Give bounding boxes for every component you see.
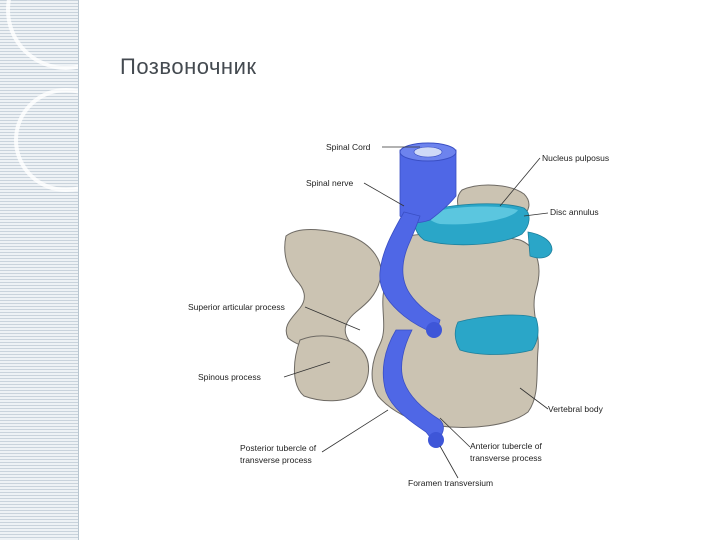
- slide-title: Позвоночник: [120, 54, 257, 79]
- spinal-cord-core: [413, 146, 443, 158]
- label-posterior-tubercle-2: transverse process: [240, 455, 312, 465]
- foramen-upper-icon: [426, 322, 442, 338]
- label-anterior-tubercle-1: Anterior tubercle of: [470, 441, 542, 451]
- label-vertebral-body: Vertebral body: [548, 404, 604, 414]
- nucleus-pulposus-shape: [427, 206, 518, 225]
- spinous-process-shape: [284, 228, 382, 353]
- disc-side-tab: [527, 231, 553, 259]
- lower-spinous-lobe: [294, 335, 369, 402]
- label-spinal-nerve: Spinal nerve: [306, 178, 354, 188]
- label-nucleus-pulposus: Nucleus pulposus: [542, 153, 609, 163]
- leader-lines: [283, 146, 549, 479]
- disc-annulus-band: [454, 314, 539, 355]
- label-spinous-process: Spinous process: [198, 372, 261, 382]
- label-superior-articular-process: Superior articular process: [188, 302, 285, 312]
- foramen-lower-icon: [428, 432, 444, 448]
- decorative-stripe-panel: [0, 0, 126, 540]
- label-anterior-tubercle-2: transverse process: [470, 453, 542, 463]
- label-disc-annulus: Disc annulus: [550, 207, 599, 217]
- label-spinal-cord: Spinal Cord: [326, 142, 371, 152]
- label-foramen-transversium: Foramen transversium: [408, 478, 493, 488]
- label-posterior-tubercle-1: Posterior tubercle of: [240, 443, 317, 453]
- spinal-nerve-lower: [382, 329, 444, 443]
